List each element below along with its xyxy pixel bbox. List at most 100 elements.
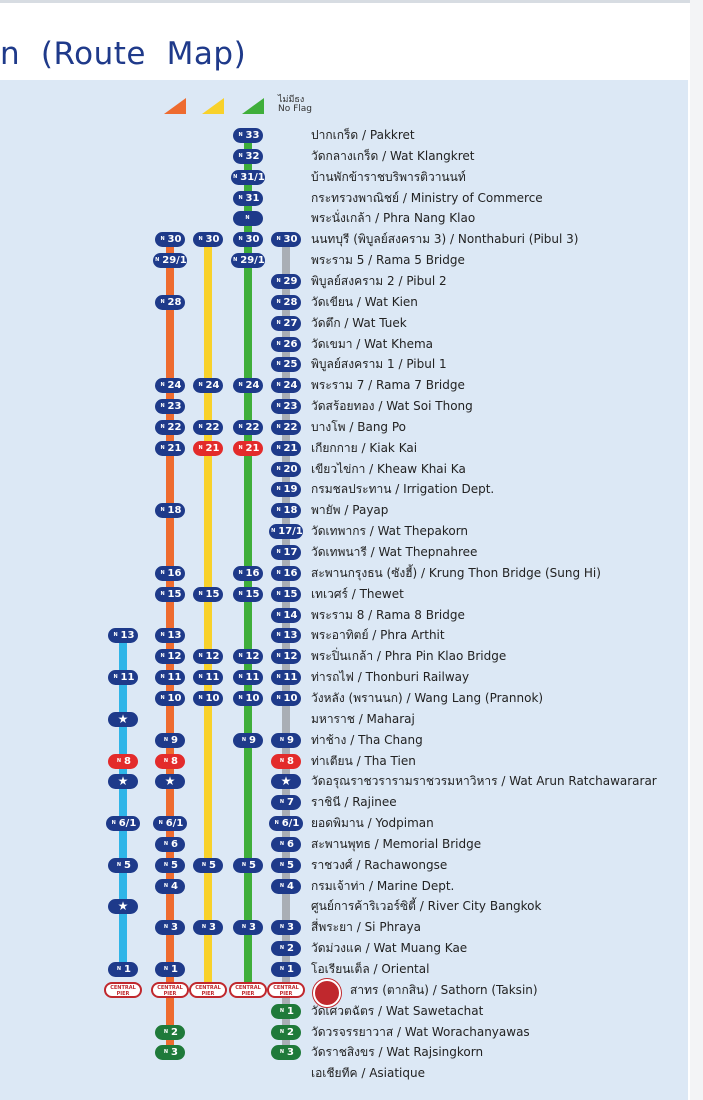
stop-label: ปากเกร็ด / Pakkret (311, 128, 415, 142)
pier-number-badge: ★ (155, 774, 185, 790)
stop-label: ท่าเตียน / Tha Tien (311, 753, 416, 768)
sathorn-interchange-icon (313, 978, 341, 1007)
stop-label: สะพานพุทธ / Memorial Bridge (311, 836, 482, 851)
central-pier-badge: CENTRAL PIER (151, 981, 189, 998)
central-pier-badge: CENTRAL PIER (267, 981, 305, 998)
yellow-flag-icon (202, 98, 224, 114)
green-flag-icon (242, 98, 264, 114)
stop-label: วัดราชสิงขร / Wat Rajsingkorn (311, 1045, 484, 1060)
stop-label: กรมชลประทาน / Irrigation Dept. (311, 482, 495, 497)
stop-label: วัดเทพนารี / Wat Thepnahree (311, 545, 478, 559)
stop-label: เอเชียทีค / Asiatique (311, 1066, 425, 1081)
stop-label: พิบูลย์สงคราม 1 / Pibul 1 (311, 357, 447, 372)
stop-label: วัดสร้อยทอง / Wat Soi Thong (311, 399, 473, 414)
stop-label: เขียวไข่กา / Kheaw Khai Ka (311, 461, 466, 476)
stop-label: วัดอรุณราชวรารามราชวรมหาวิหาร / Wat Arun… (311, 774, 657, 789)
stop-label: กรมเจ้าท่า / Marine Dept. (311, 878, 455, 893)
stop-label: พระปิ่นเกล้า / Phra Pin Klao Bridge (311, 649, 507, 664)
stop-label: วัดเทพากร / Wat Thepakorn (311, 524, 469, 539)
stop-label: สี่พระยา / Si Phraya (311, 920, 421, 935)
pier-number-badge: ★ (108, 899, 138, 915)
yellow-line (204, 232, 212, 989)
stop-label: บางโพ / Bang Po (311, 419, 407, 434)
central-pier-badge: CENTRAL PIER (229, 981, 267, 998)
green-line (244, 128, 252, 989)
stop-label: ท่าช้าง / Tha Chang (311, 732, 423, 747)
stop-label: พระราม 5 / Rama 5 Bridge (311, 253, 465, 268)
stop-label: วังหลัง (พรานนก) / Wang Lang (Prannok) (311, 690, 544, 705)
stop-label: ท่ารถไฟ / Thonburi Railway (311, 670, 470, 685)
stop-label: วัดเขมา / Wat Khema (311, 336, 434, 351)
stop-label: วัดเขียน / Wat Kien (311, 294, 418, 309)
stop-label: บ้านพักข้าราชบริพารติวานนท์ (311, 169, 466, 184)
orange-flag-icon (164, 98, 186, 114)
stop-label: สาทร (ตากสิน) / Sathorn (Taksin) (350, 982, 538, 997)
stop-label: โอเรียนเต็ล / Oriental (311, 962, 430, 976)
stop-label: พระราม 7 / Rama 7 Bridge (311, 378, 465, 393)
gray-line (282, 232, 290, 1056)
stop-label: นนทบุรี (พิบูลย์สงคราม 3) / Nonthaburi (… (311, 232, 579, 247)
stop-label: พายัพ / Payap (311, 503, 389, 518)
stop-label: เทเวศร์ / Thewet (311, 586, 404, 601)
top-border (0, 0, 703, 3)
stop-label: ราชวงศ์ / Rachawongse (311, 857, 448, 872)
no-flag-label: ไม่มีธง No Flag (278, 95, 313, 114)
stop-label: เกียกกาย / Kiak Kai (311, 440, 418, 455)
